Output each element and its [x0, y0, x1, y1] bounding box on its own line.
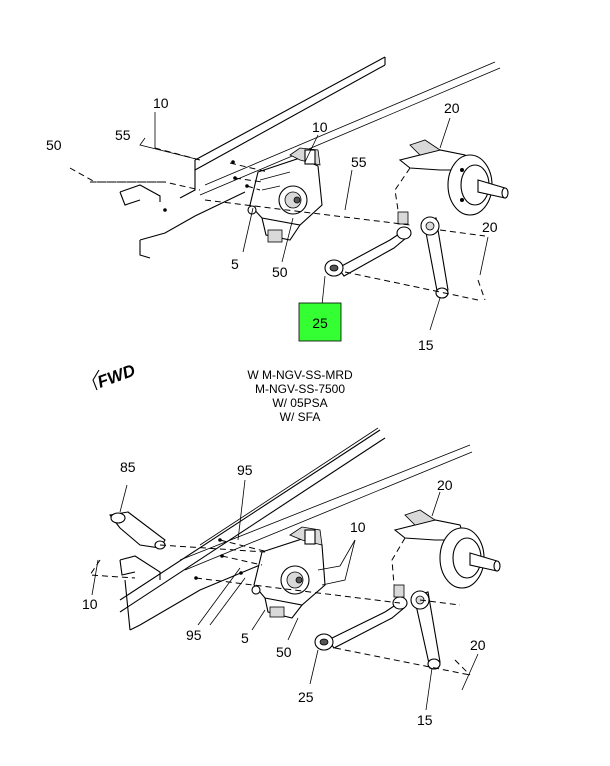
callout-10: 10 [153, 95, 169, 111]
bottom-drag-link [314, 584, 408, 651]
callout-50: 50 [46, 137, 62, 153]
callout-20: 20 [470, 637, 486, 653]
callout-95: 95 [237, 462, 253, 478]
callout-20: 20 [482, 219, 498, 235]
callout-10: 10 [350, 519, 366, 535]
callout-25: 25 [298, 689, 314, 705]
top-drag-link [324, 211, 412, 277]
callout-50: 50 [276, 644, 292, 660]
callout-20: 20 [437, 477, 453, 493]
callout-55: 55 [115, 127, 131, 143]
bottom-steering-arm [410, 590, 441, 670]
fwd-arrow-icon [92, 369, 100, 391]
callout-85: 85 [120, 459, 136, 475]
callout-10: 10 [312, 119, 328, 135]
configuration-note: W M-NGV-SS-MRD M-NGV-SS-7500 W/ 05PSA W/… [247, 368, 353, 424]
top-steering-gear [247, 147, 323, 243]
top-callouts: 10 55 50 10 55 20 20 5 50 15 [46, 95, 498, 353]
top-steering-arm [420, 216, 449, 299]
callout-55: 55 [351, 154, 367, 170]
bottom-steering-gear [251, 526, 326, 619]
top-frame-rail [119, 56, 501, 259]
note-line: W/ SFA [280, 410, 321, 424]
fwd-label: FWD [95, 361, 138, 392]
top-knuckle [398, 139, 509, 216]
callout-95: 95 [186, 627, 202, 643]
note-line: W M-NGV-SS-MRD [247, 368, 353, 382]
bottom-leader-lines [89, 479, 479, 711]
callout-15: 15 [417, 712, 433, 728]
callout-10: 10 [82, 596, 98, 612]
note-line: W/ 05PSA [272, 396, 327, 410]
note-line: M-NGV-SS-7500 [255, 382, 345, 396]
bottom-assembly: 85 95 20 10 10 95 5 50 20 25 15 [82, 427, 501, 728]
callout-15: 15 [418, 337, 434, 353]
top-assembly: 10 55 50 10 55 20 20 5 50 15 25 [46, 56, 509, 353]
callout-5: 5 [241, 630, 249, 646]
callout-20: 20 [444, 100, 460, 116]
bottom-knuckle [393, 509, 501, 589]
top-leader-lines [69, 112, 489, 331]
fwd-indicator: FWD [92, 361, 138, 392]
highlight-label: 25 [312, 315, 328, 331]
highlight-box [298, 302, 342, 342]
bottom-callouts: 85 95 20 10 10 95 5 50 20 25 15 [82, 459, 486, 728]
highlighted-callout-25[interactable]: 25 [298, 302, 342, 342]
bottom-bracket-85 [109, 511, 166, 550]
callout-50: 50 [272, 264, 288, 280]
callout-5: 5 [231, 256, 239, 272]
